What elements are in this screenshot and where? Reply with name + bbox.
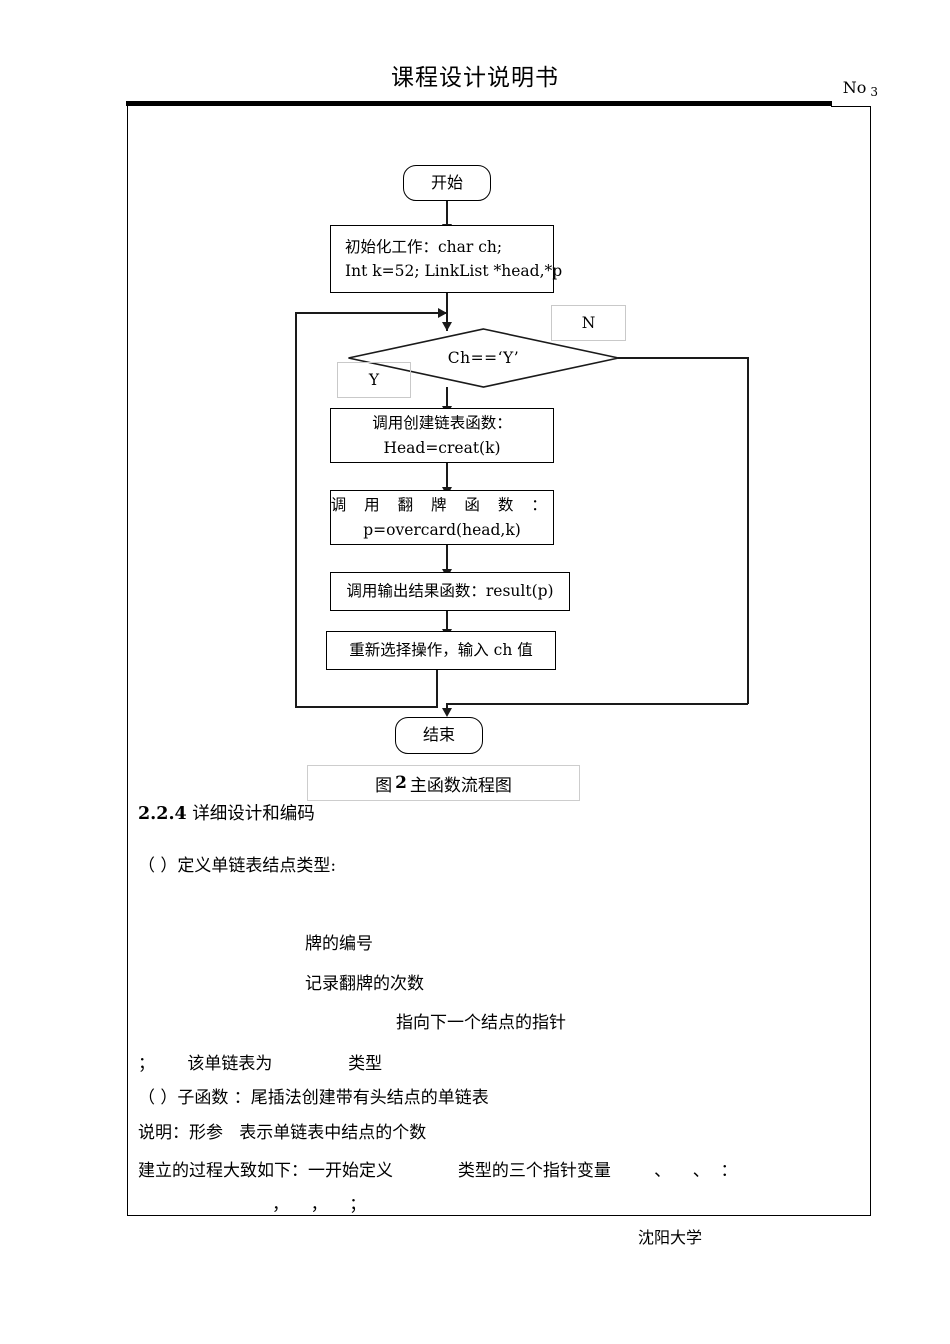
section-heading-title: 详细设计和编码 (192, 804, 315, 824)
page-number-prefix: No (842, 78, 867, 97)
text-next-pointer: 指向下一个结点的指针 (396, 1013, 566, 1033)
connector-loop-up (295, 312, 297, 708)
page-border-frame (127, 106, 871, 1216)
section-heading: 2.2.4 详细设计和编码 (138, 800, 315, 825)
flowchart-main-function: 开始 初始化工作：char ch; Int k=52; LinkList *he… (127, 106, 871, 806)
flow-node-result: 调用输出结果函数：result(p) (330, 572, 570, 611)
arrowhead-into-end (441, 708, 452, 717)
section-heading-number: 2.2.4 (138, 804, 187, 824)
text-list-type: ； 该单链表为 类型 (138, 1054, 383, 1074)
flow-node-end: 结束 (395, 717, 483, 754)
flow-node-start-label: 开始 (430, 172, 463, 192)
flow-node-create-list: 调用创建链表函数： Head=creat(k) (330, 408, 554, 463)
text-param-note: 说明：形参 表示单链表中结点的个数 (138, 1123, 427, 1143)
text-define-node: （ ）定义单链表结点类型: (138, 856, 337, 876)
page-border-top-thin (831, 106, 871, 107)
text-process-continued: ， ， ； (272, 1195, 367, 1215)
branch-label-no-text: N (581, 314, 596, 332)
flow-node-initialize-line2: Int k=52; LinkList *head,*p (345, 262, 563, 280)
flow-node-decision: Ch==‘Y’ (347, 328, 620, 388)
figure-caption-text: 主函数流程图 (409, 775, 512, 796)
flow-node-create-list-line1: 调用创建链表函数： (372, 414, 512, 433)
document-header-title: 课程设计说明书 (391, 65, 559, 91)
document-footer: 沈阳大学 (0, 1224, 950, 1248)
connector-step1-to-step2 (446, 463, 448, 496)
connector-no-down (747, 357, 749, 704)
connector-decision-to-step1 (446, 387, 448, 415)
connector-loop-into-decision (295, 312, 447, 314)
page-number-value: 3 (870, 85, 878, 99)
text-flip-count: 记录翻牌的次数 (305, 974, 424, 994)
flow-node-reselect: 重新选择操作，输入 ch 值 (326, 631, 556, 670)
connector-loop-left (295, 706, 438, 708)
flow-node-start: 开始 (403, 165, 491, 201)
branch-label-yes-text: Y (368, 371, 380, 389)
connector-no-to-end (447, 703, 748, 705)
flow-node-reselect-label: 重新选择操作，输入 ch 值 (349, 641, 533, 660)
arrowhead-loop-into-decision (438, 307, 447, 318)
connector-step2-to-step3 (446, 545, 448, 578)
flow-node-decision-label: Ch==‘Y’ (447, 349, 520, 367)
flow-node-overcard-line1: 调 用 翻 牌 函 数 ： (330, 496, 554, 515)
branch-label-yes: Y (337, 362, 411, 398)
text-card-number: 牌的编号 (305, 934, 373, 954)
connector-no-right (618, 357, 748, 359)
connector-start-to-init (446, 201, 448, 233)
figure-caption-prefix: 图 (375, 775, 393, 796)
header-rule (126, 101, 832, 106)
flow-node-overcard: 调 用 翻 牌 函 数 ： p=overcard(head,k) (330, 490, 554, 545)
branch-label-no: N (551, 305, 626, 341)
flow-node-overcard-line2: p=overcard(head,k) (363, 520, 521, 539)
figure-caption-number: 2 (395, 773, 407, 793)
connector-step3-to-step4 (446, 611, 448, 638)
flow-node-initialize: 初始化工作：char ch; Int k=52; LinkList *head,… (330, 225, 562, 293)
arrowhead-init-to-decision (441, 322, 452, 331)
flow-node-end-label: 结束 (422, 725, 455, 745)
text-subfunction: （ ）子函数 ：尾插法创建带有头结点的单链表 (138, 1088, 489, 1108)
flow-node-create-list-line2: Head=creat(k) (383, 438, 501, 457)
figure-caption: 图 2 主函数流程图 (307, 765, 580, 801)
text-process: 建立的过程大致如下：一开始定义 类型的三个指针变量 、 、 ： (138, 1161, 738, 1181)
flow-node-result-label: 调用输出结果函数：result(p) (346, 582, 554, 601)
flow-node-initialize-line1: 初始化工作：char ch; (345, 237, 503, 256)
connector-loop-down (436, 670, 438, 708)
decision-diamond-shape (348, 328, 619, 388)
footer-university: 沈阳大学 (637, 1228, 702, 1247)
